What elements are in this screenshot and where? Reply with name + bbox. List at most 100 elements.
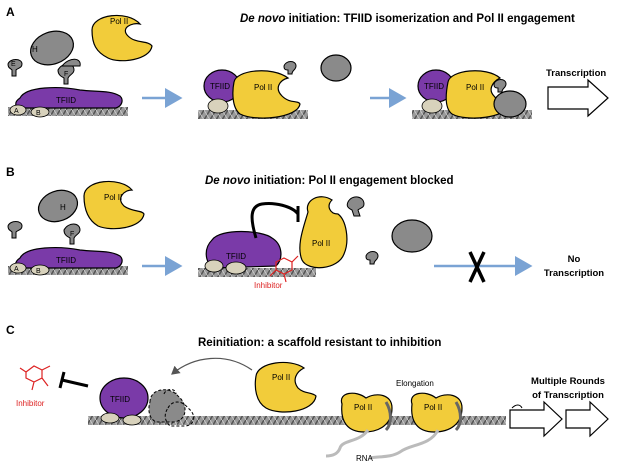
- inhibitor-molecule-icon: [269, 255, 299, 283]
- tfiie-factor: [365, 251, 379, 265]
- pol2-label: Pol II: [312, 239, 330, 248]
- panel-a-stage-2: TFIID Pol II: [198, 54, 352, 119]
- pol2-label: Pol II: [254, 83, 272, 92]
- panel-b-title: De novo initiation: Pol II engagement bl…: [205, 175, 454, 187]
- transcription-arrow-icon: [547, 78, 609, 118]
- dna-end-mark: [511, 404, 523, 409]
- f-label: F: [70, 231, 74, 238]
- transcription-arrow-icon: [565, 400, 609, 438]
- panel-c-elongating-pol2-2: Pol II: [410, 392, 463, 433]
- tfiih-factor: [320, 54, 352, 82]
- tfiih-factor: [391, 219, 433, 253]
- e-label: E: [11, 61, 16, 68]
- panel-c-title: Reinitiation: a scaffold resistant to in…: [198, 337, 441, 349]
- elongation-label: Elongation: [396, 379, 434, 388]
- transcription-arrow-icon: [509, 400, 563, 438]
- pol2-enzyme: [340, 392, 393, 433]
- pol2-label: Pol II: [272, 373, 290, 382]
- pol2-enzyme: [254, 361, 317, 413]
- tfiia-factor: [9, 262, 27, 274]
- pol2-label: Pol II: [466, 83, 484, 92]
- f-label: F: [64, 71, 68, 78]
- h-label: H: [32, 45, 38, 54]
- tfiib-factor: [421, 98, 443, 114]
- repression-t-bar: [58, 371, 66, 389]
- outcome-a-label: Transcription: [546, 68, 606, 79]
- rna-transcript-2: [369, 429, 440, 460]
- dna-strand: [8, 107, 128, 116]
- tfiid-label: TFIID: [56, 96, 76, 105]
- pol2-enzyme: [91, 14, 153, 62]
- pol2-label: Pol II: [110, 17, 128, 26]
- tfiif-factor: [346, 196, 365, 217]
- tfiif-factor: [283, 61, 297, 75]
- tfiih-factor: [37, 189, 79, 223]
- panel-a-stage-3: TFIID Pol II: [412, 69, 532, 119]
- dna-strand: [198, 268, 316, 277]
- dashed-pol2-site: [164, 401, 195, 427]
- panel-b-free-factors: [346, 196, 433, 265]
- inhibitor-molecule-icon: [19, 365, 51, 391]
- repression-t-icon: [250, 202, 300, 239]
- panel-a-letter: A: [6, 5, 15, 19]
- pol2-label: Pol II: [354, 403, 372, 412]
- panel-c-letter: C: [6, 323, 15, 337]
- tfiid-label: TFIID: [226, 252, 246, 261]
- dna-bubble: [384, 401, 392, 432]
- dna-bubble: [454, 401, 462, 432]
- tfiia-factor: [100, 412, 120, 424]
- pol2-enzyme: [83, 180, 145, 230]
- rna-label: RNA: [356, 454, 374, 463]
- tfiie-scaffold-factor: [163, 389, 177, 395]
- h-label: H: [60, 203, 66, 212]
- pol2-enzyme: [299, 196, 348, 269]
- reinitiation-arrow: [171, 357, 253, 375]
- dna-strand: [88, 416, 506, 425]
- outcome-b-line2: Transcription: [544, 268, 604, 279]
- tfiib-factor: [207, 98, 229, 114]
- tfiie-factor: [7, 59, 23, 77]
- tfiia-factor: [204, 259, 224, 273]
- pol2-label: Pol II: [104, 193, 122, 202]
- outcome-c-line2: of Transcription: [532, 390, 604, 401]
- b-label: B: [36, 110, 41, 117]
- tfiih-factor: [493, 90, 527, 118]
- panel-c-scaffold: TFIID: [99, 377, 195, 427]
- panel-a-stage-1: H Pol II E F TFIID A B: [7, 14, 153, 118]
- panel-b-stage-1: H Pol II F TFIID A B: [7, 180, 145, 276]
- repression-t-icon: [61, 378, 89, 388]
- pol2-label: Pol II: [424, 403, 442, 412]
- tfiie-factor: [493, 79, 507, 93]
- panel-c-elongating-pol2-1: Pol II: [340, 392, 393, 433]
- dna-strand: [8, 266, 128, 275]
- tfiib-factor: [30, 264, 50, 276]
- inhibitor-label: Inhibitor: [254, 281, 283, 290]
- inhibitor-label: Inhibitor: [16, 399, 45, 408]
- pol2-enzyme: [232, 70, 301, 119]
- b-label: B: [36, 268, 41, 275]
- tfiid-label: TFIID: [56, 256, 76, 265]
- tfiid-label: TFIID: [210, 82, 230, 91]
- block-x-icon: [468, 251, 486, 283]
- tfiia-factor: [9, 104, 27, 116]
- tfiih-factor: [30, 30, 74, 66]
- panel-b-letter: B: [6, 165, 15, 179]
- panel-a-title: De novo initiation: TFIID isomerization …: [240, 13, 575, 25]
- tfiie-factor: [7, 221, 23, 239]
- outcome-c-line1: Multiple Rounds: [531, 376, 605, 387]
- tfiih-scaffold-factor: [148, 389, 186, 423]
- tfiif-factor: [63, 223, 81, 245]
- tfiid-complex: [205, 230, 282, 269]
- tfiif-cap: [60, 58, 81, 67]
- tfiid-label: TFIID: [110, 395, 130, 404]
- tfiid-label: TFIID: [424, 82, 444, 91]
- pol2-enzyme: [410, 392, 463, 433]
- panel-b-stage-2: TFIID Pol II Inhibitor: [198, 196, 348, 290]
- rna-transcript-1: [325, 429, 370, 458]
- a-label: A: [14, 266, 19, 273]
- a-label: A: [14, 108, 19, 115]
- outcome-b-line1: No: [568, 254, 581, 265]
- tfiib-factor: [122, 414, 142, 426]
- tfiib-factor: [30, 106, 50, 118]
